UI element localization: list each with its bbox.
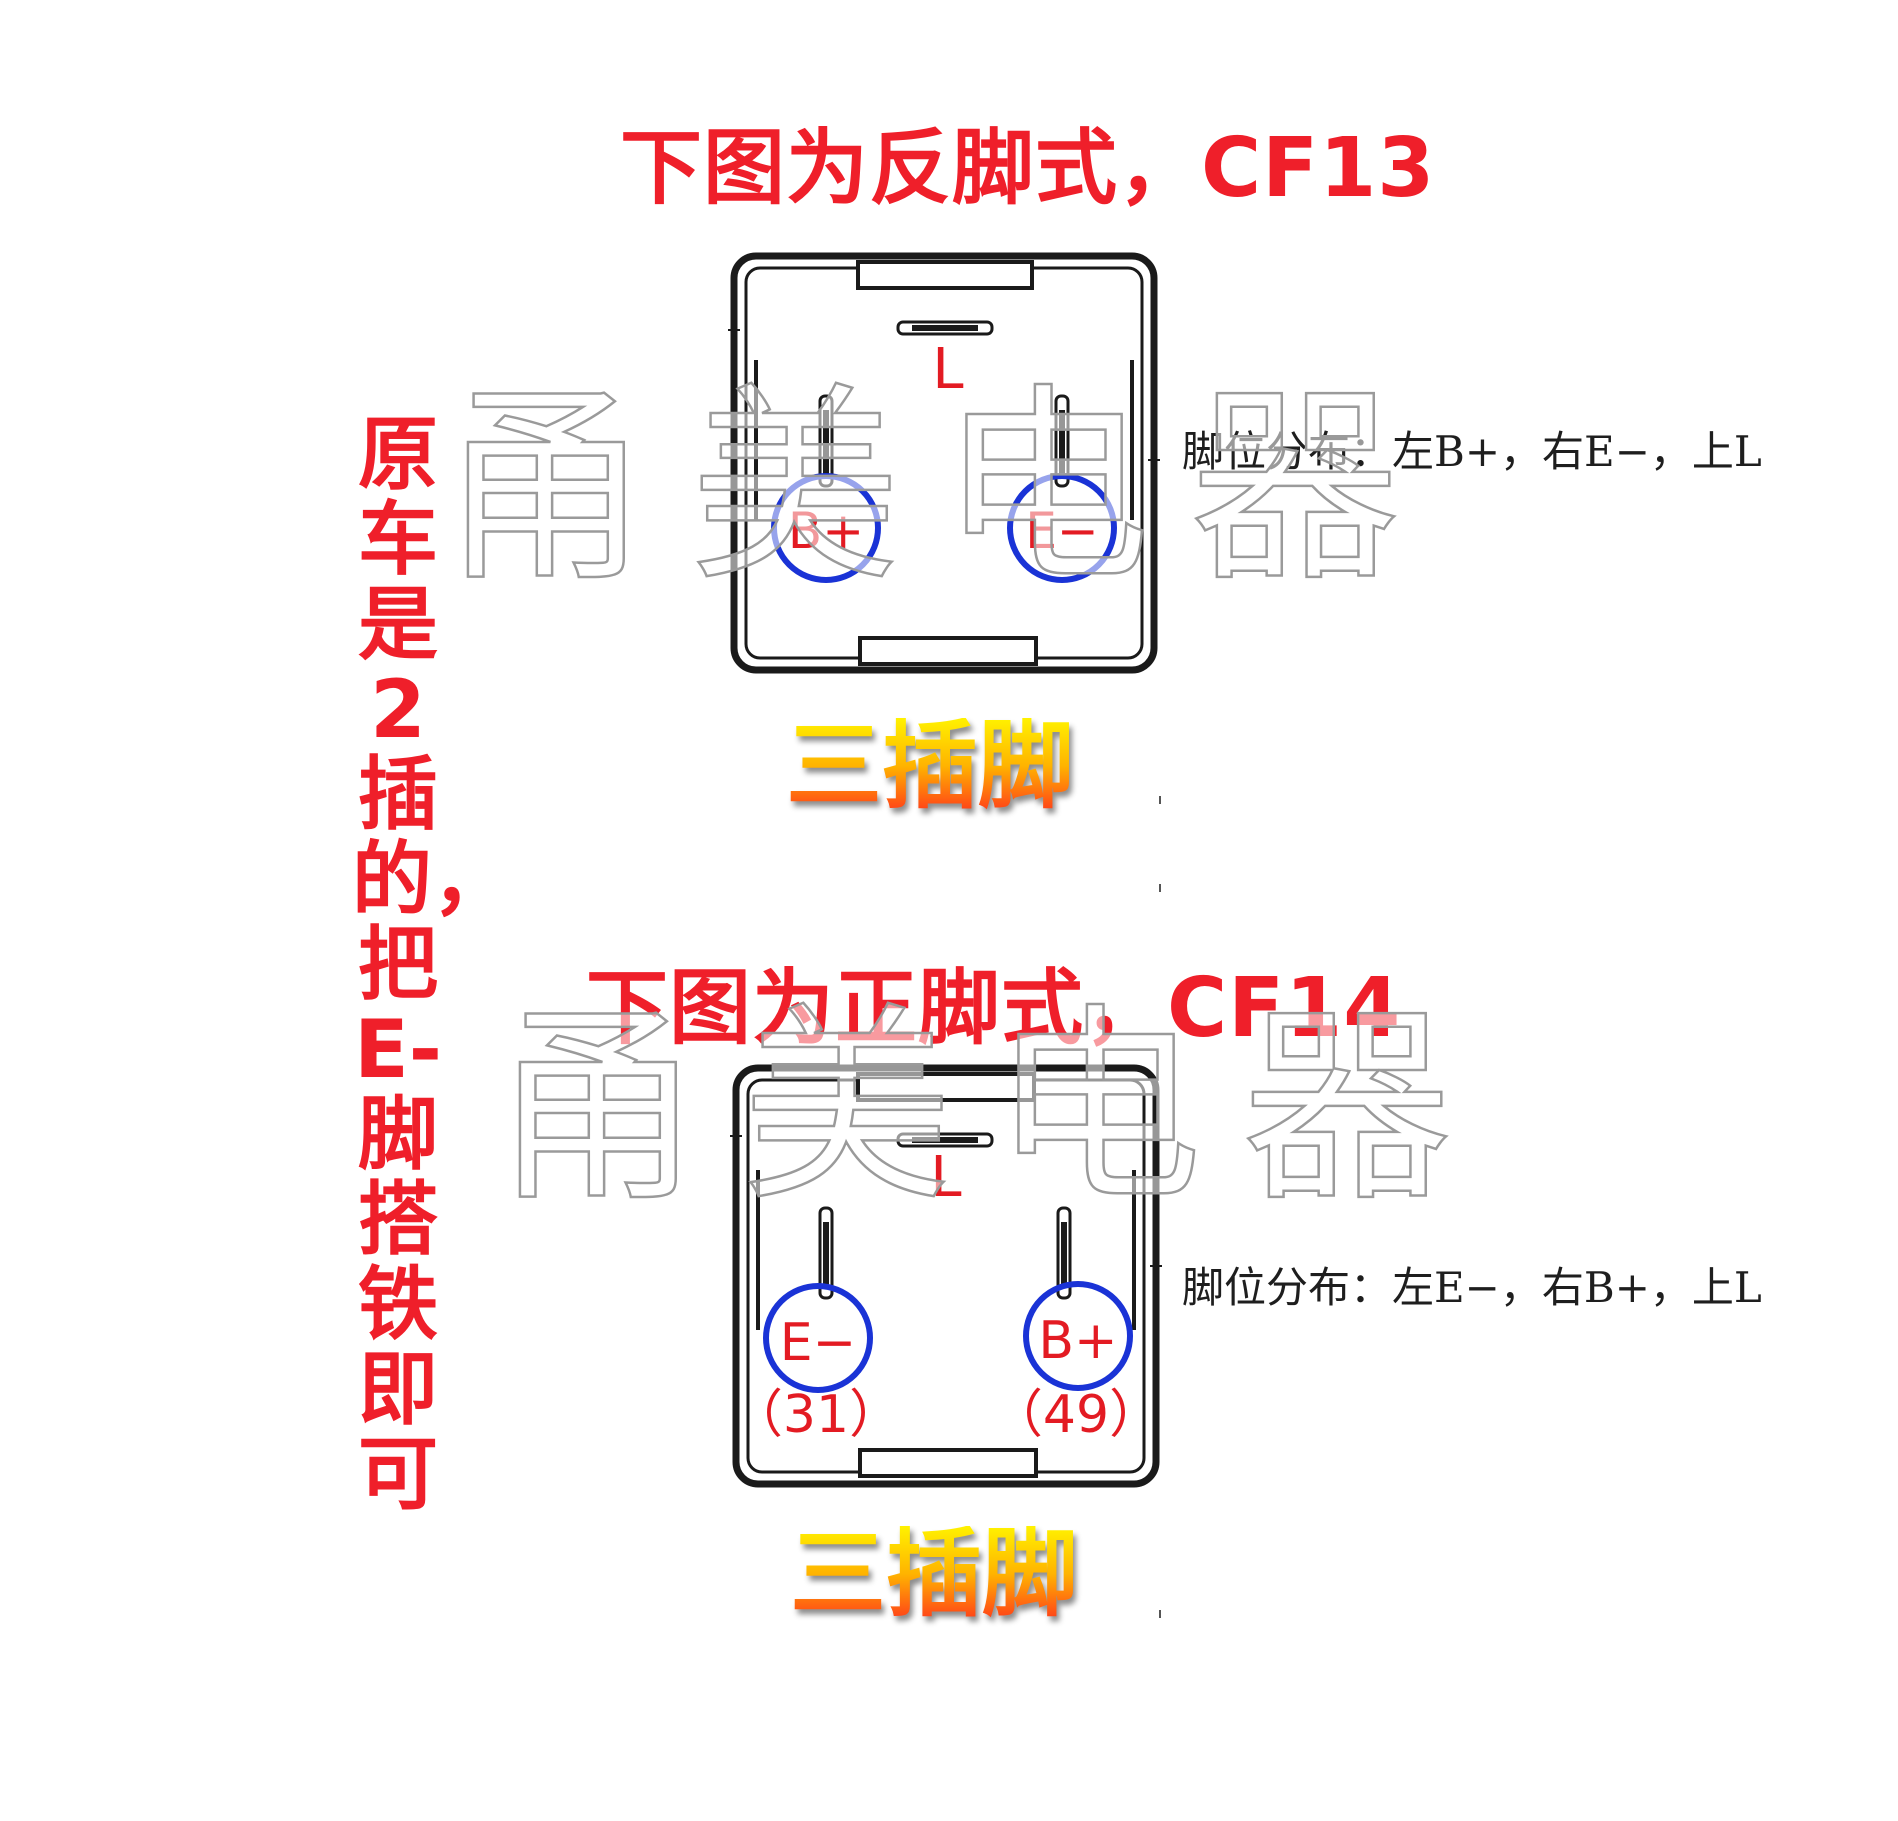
pin-label-l: L — [930, 1145, 961, 1210]
pin-circle-left — [771, 473, 881, 583]
pin-code-left: （31） — [731, 1385, 901, 1445]
side-instruction: 原车是2插的，把E-脚搭铁即可 — [352, 408, 512, 1521]
three-pin-caption-cf14: 三插脚 — [790, 1518, 1078, 1630]
pin-code-right: （49） — [991, 1385, 1161, 1445]
diagram-title-cf13: 下图为反脚式，CF13 — [620, 121, 1436, 216]
pin-label-right: B+ — [1038, 1311, 1117, 1371]
pin-circle-left — [763, 1283, 873, 1393]
connector-cf14: L E− B+ （31） （49） — [730, 1064, 1162, 1488]
pin-label-right: E− — [1025, 502, 1099, 560]
pin-circle-right — [1023, 1281, 1133, 1391]
three-pin-caption-cf13: 三插脚 — [786, 710, 1074, 822]
pin-label-left: B+ — [788, 502, 864, 560]
pin-label-left: E− — [780, 1313, 856, 1373]
pin-label-l: L — [932, 337, 963, 402]
pin-layout-note-cf13: 脚位分布：左B+，右E−，上L — [1182, 427, 1762, 476]
connector-cf13: L B+ E− — [728, 252, 1160, 674]
pin-circle-right — [1007, 473, 1117, 583]
pin-layout-note-cf14: 脚位分布：左E−，右B+，上L — [1182, 1263, 1762, 1312]
diagram-title-cf14: 下图为正脚式，CF14 — [586, 961, 1402, 1056]
